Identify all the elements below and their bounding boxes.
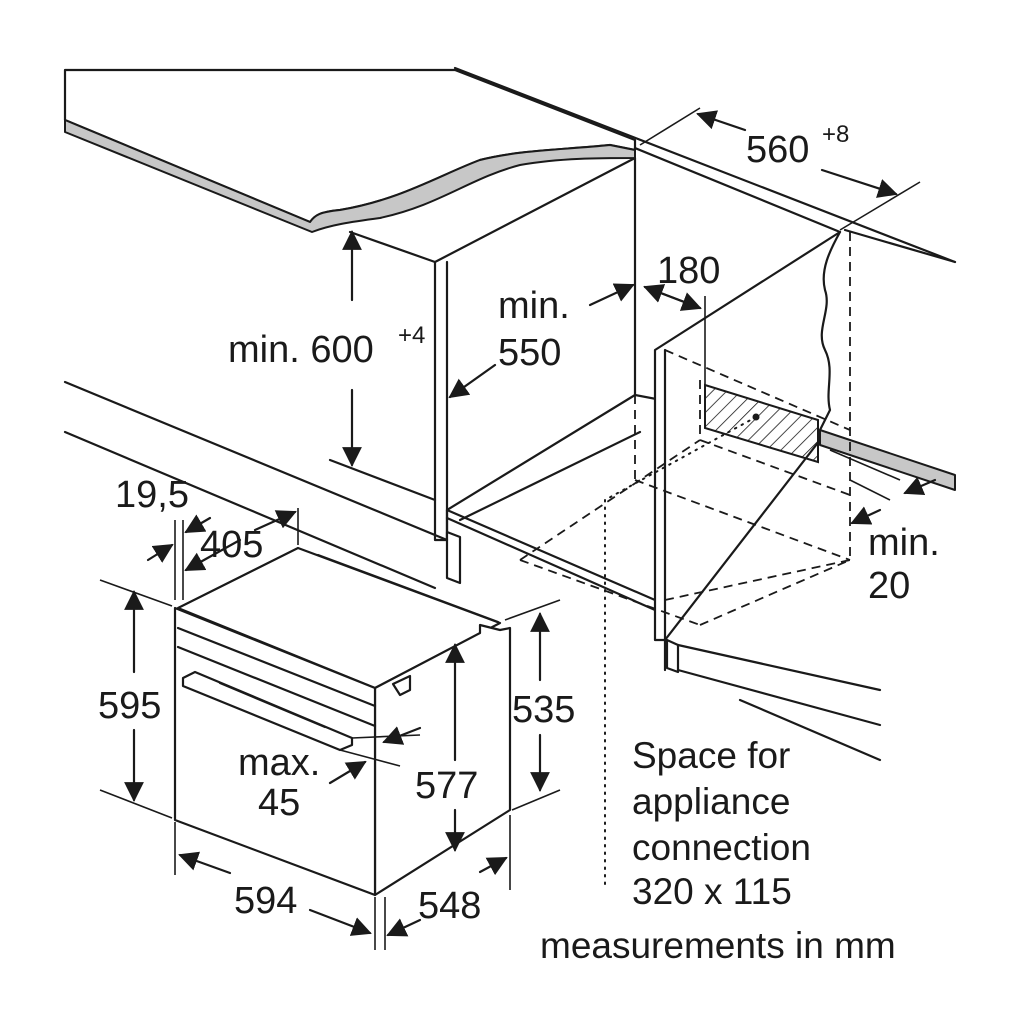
right-cabinet xyxy=(653,228,957,762)
note-connection-line1: Space for xyxy=(632,735,790,776)
left-plinth xyxy=(445,530,462,585)
cable-path xyxy=(604,296,757,886)
oven-front xyxy=(173,606,377,897)
countertop xyxy=(63,68,637,233)
label-oven-inner-height: 577 xyxy=(415,765,478,807)
label-oven-depth: 548 xyxy=(418,885,481,927)
label-vent-gap: 180 xyxy=(657,250,720,292)
niche-frame xyxy=(63,66,957,612)
label-rear-gap: 20 xyxy=(868,565,910,607)
oven xyxy=(173,546,512,897)
right-plinth xyxy=(665,638,680,674)
label-niche-height-tol: +4 xyxy=(398,322,425,349)
label-front-thickness: 19,5 xyxy=(115,474,189,516)
note-units: measurements in mm xyxy=(540,925,896,966)
right-worktop-edge xyxy=(819,429,956,491)
label-handle-depth: 45 xyxy=(258,782,300,824)
left-cabinet xyxy=(348,156,637,585)
label-top-depth: 405 xyxy=(200,524,263,566)
label-oven-height: 595 xyxy=(98,685,161,727)
label-niche-width-tol: +8 xyxy=(822,121,849,148)
label-niche-height: min. 600 xyxy=(228,329,374,371)
dimension-labels: 560 +8 min. 600 +4 min. 550 180 min. 20 … xyxy=(98,121,940,927)
label-rear-gap-prefix: min. xyxy=(868,522,940,564)
note-connection-line3: connection xyxy=(632,827,811,868)
label-oven-body-height: 535 xyxy=(512,689,575,731)
hidden-lines xyxy=(519,232,851,626)
note-connection-line2: appliance xyxy=(632,781,790,822)
notes: Space for appliance connection 320 x 115… xyxy=(540,735,896,966)
worktop-surface xyxy=(63,68,637,224)
label-handle-prefix: max. xyxy=(238,742,320,784)
worktop-edge xyxy=(64,119,636,233)
oven-side xyxy=(373,623,512,897)
label-niche-depth: 550 xyxy=(498,332,561,374)
note-connection-line4: 320 x 115 xyxy=(632,871,792,912)
label-oven-width: 594 xyxy=(234,880,297,922)
label-niche-width: 560 xyxy=(746,129,809,171)
oven-handle xyxy=(181,670,354,752)
dimension-lines xyxy=(99,107,937,950)
label-niche-depth-prefix: min. xyxy=(498,285,570,327)
